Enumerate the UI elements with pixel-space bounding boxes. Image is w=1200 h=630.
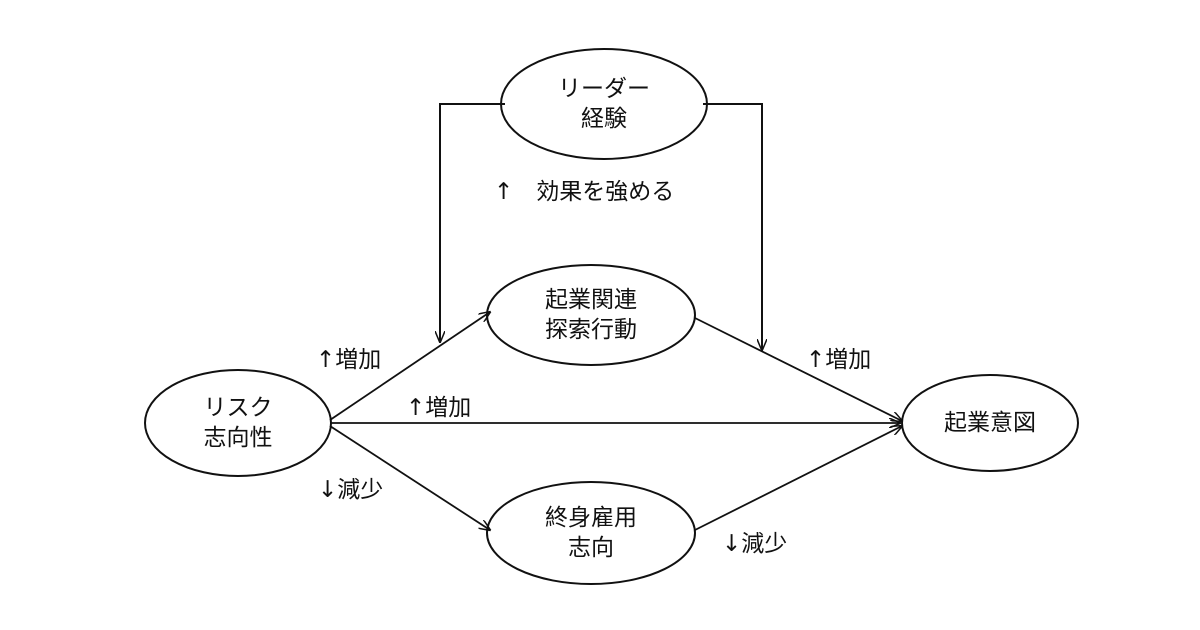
arrow-risk-to-explore (329, 312, 490, 421)
label-risk-to-intent: ↑増加 (406, 395, 472, 421)
node-risk-line1: リスク (203, 395, 273, 421)
arrow-explore-to-intent (694, 317, 902, 421)
node-intent-line1: 起業意図 (944, 410, 1036, 436)
node-intent-ellipse (901, 374, 1079, 472)
node-lifetime: 終身雇用 志向 (501, 503, 681, 563)
node-lifetime-line1: 終身雇用 (545, 505, 637, 531)
label-risk-to-explore: ↑増加 (316, 347, 382, 373)
node-leader-line1: リーダー (558, 76, 650, 102)
node-lifetime-ellipse (486, 481, 696, 585)
node-explore-line1: 起業関連 (545, 287, 637, 313)
label-lifetime-to-intent: ↓減少 (722, 531, 788, 557)
moderation-left-line (440, 103, 505, 342)
node-leader: リーダー 経験 (524, 74, 684, 134)
node-leader-line2: 経験 (581, 106, 627, 132)
moderation-right-line (703, 103, 762, 350)
label-explore-to-intent: ↑増加 (806, 347, 872, 373)
node-risk: リスク 志向性 (158, 393, 318, 453)
node-explore: 起業関連 探索行動 (501, 285, 681, 345)
node-explore-line2: 探索行動 (545, 317, 637, 343)
label-moderation: ↑ 効果を強める (494, 179, 675, 205)
node-intent: 起業意図 (910, 408, 1070, 438)
arrow-lifetime-to-intent (694, 426, 902, 531)
label-risk-to-lifetime: ↓減少 (318, 477, 384, 503)
arrow-risk-to-lifetime (329, 425, 490, 530)
node-risk-line2: 志向性 (203, 425, 273, 451)
node-lifetime-line2: 志向 (568, 535, 614, 561)
